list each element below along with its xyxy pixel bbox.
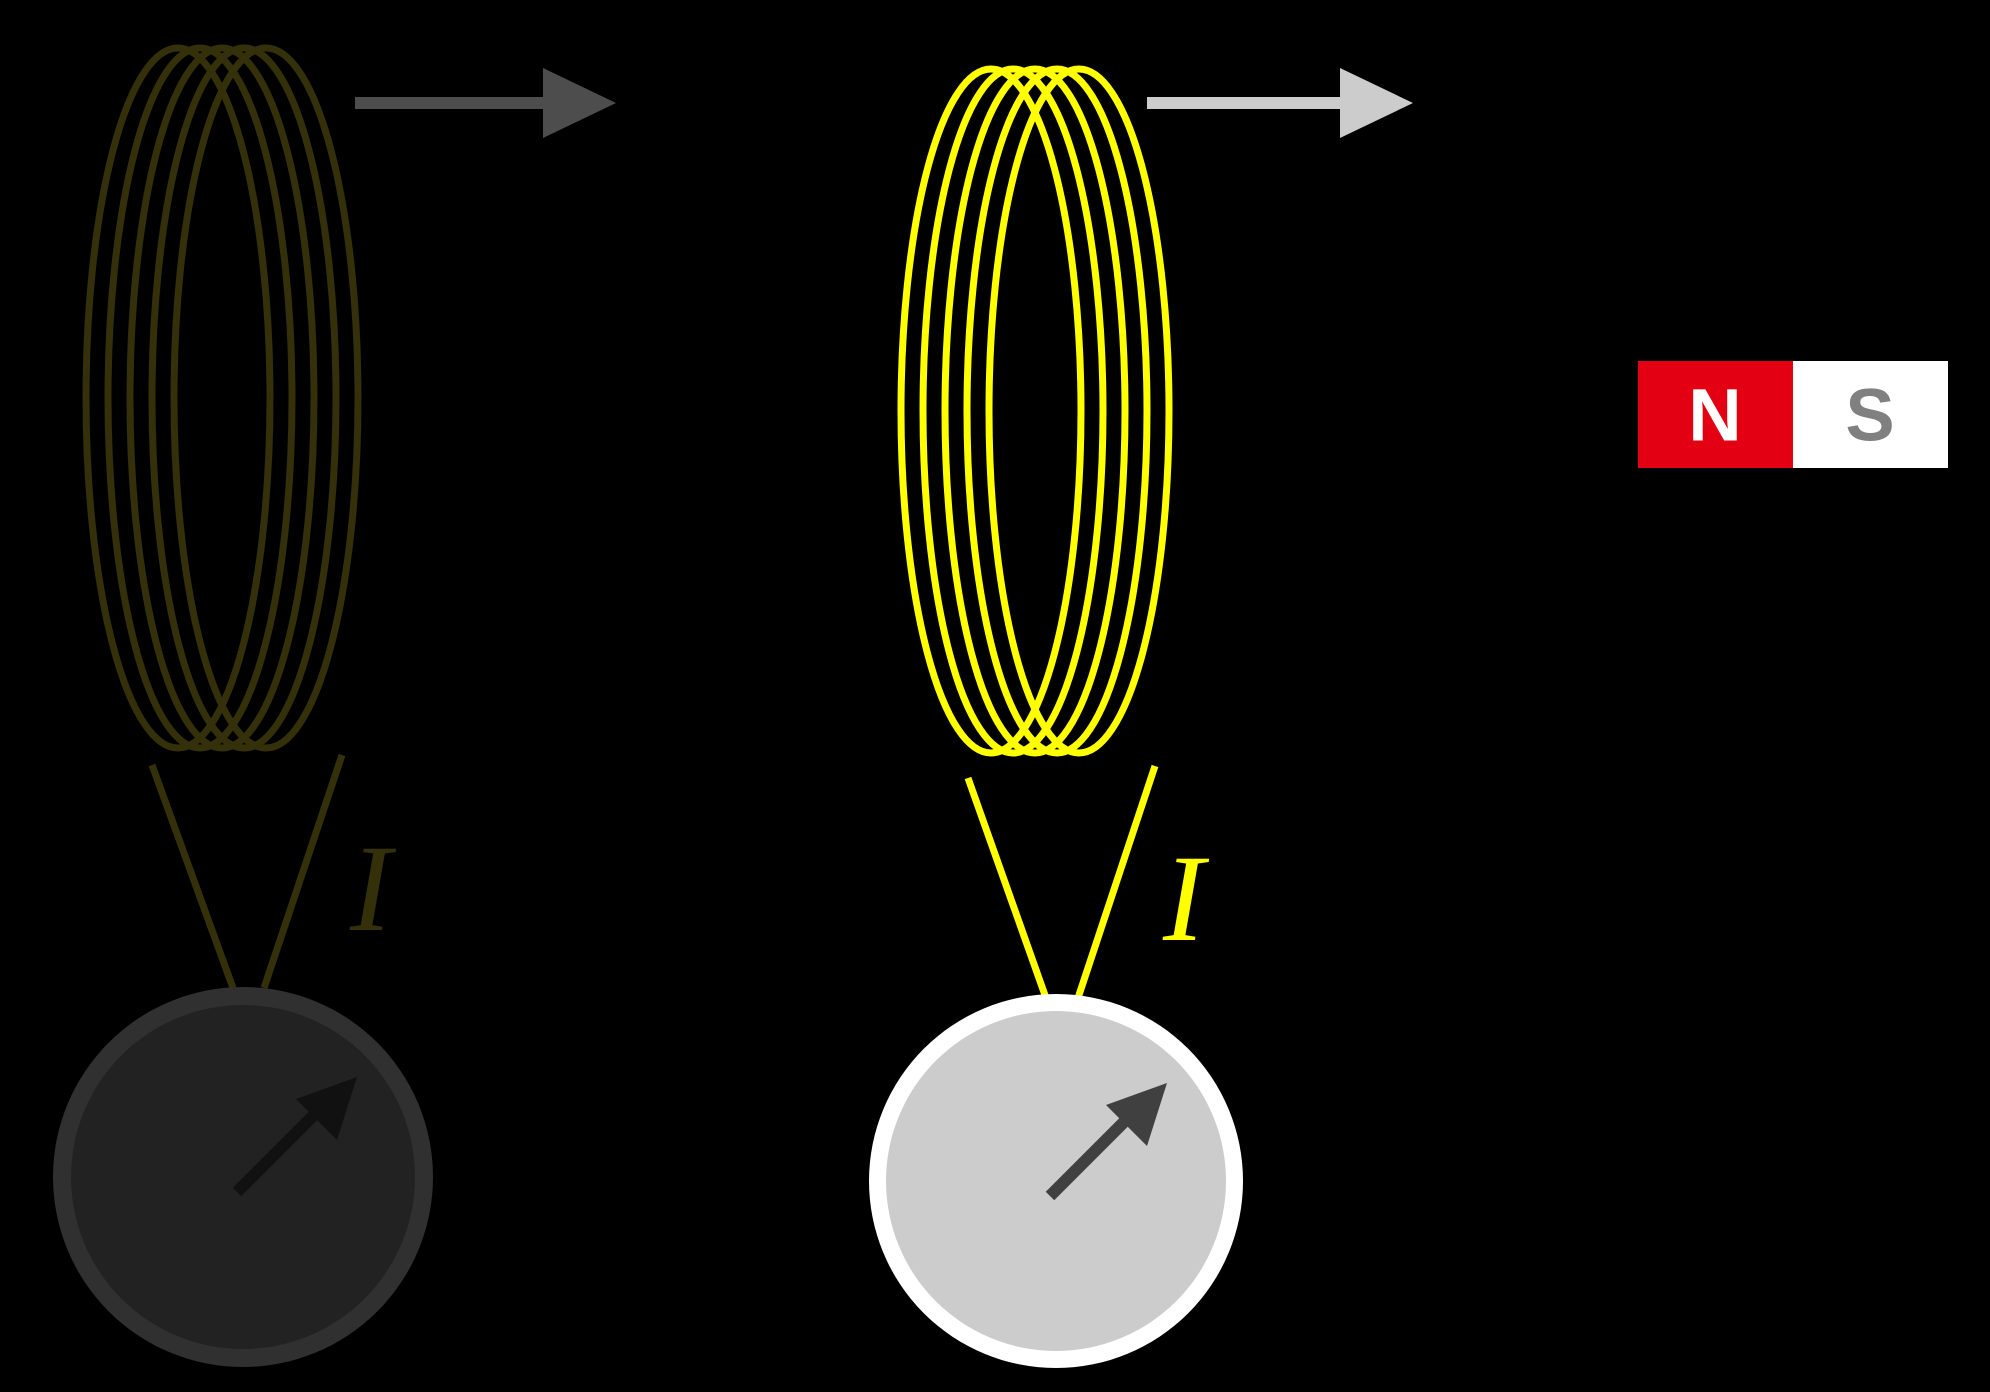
lead-wires-active	[964, 764, 1159, 1000]
coil-turn	[897, 65, 1085, 757]
coil-turn	[985, 65, 1173, 757]
galvanometer-dim	[53, 987, 433, 1367]
galvanometer-face-active	[886, 1011, 1226, 1351]
coil-turn	[82, 44, 274, 752]
galvanometer-needle-active	[1045, 1083, 1167, 1201]
galvanometer-face-dim	[71, 1005, 415, 1349]
magnet-north-label: N	[1688, 374, 1741, 457]
coil-turn	[170, 44, 362, 752]
coil-dim	[82, 44, 362, 752]
magnet-south-pole	[1793, 361, 1948, 468]
motion-arrow-active	[1147, 68, 1413, 138]
current-label-active: I	[1162, 830, 1210, 967]
magnet-south-label: S	[1845, 374, 1894, 457]
coil-circuit-active: I	[869, 65, 1413, 1368]
lead-wires-dim	[148, 753, 346, 990]
coil-circuit-dim: I	[53, 44, 616, 1367]
motion-arrow-dim	[355, 68, 616, 138]
coil-active	[897, 65, 1173, 757]
coil-turn	[148, 44, 340, 752]
coil-turn	[126, 44, 318, 752]
magnet-north-pole	[1638, 361, 1793, 468]
coil-turn	[963, 65, 1151, 757]
coil-turn	[104, 44, 296, 752]
coil-turn	[941, 65, 1129, 757]
current-label-dim: I	[349, 820, 397, 957]
coil-turn	[919, 65, 1107, 757]
bar-magnet: N S	[1638, 361, 1948, 468]
galvanometer-needle-dim	[232, 1077, 357, 1197]
galvanometer-active	[869, 994, 1243, 1368]
